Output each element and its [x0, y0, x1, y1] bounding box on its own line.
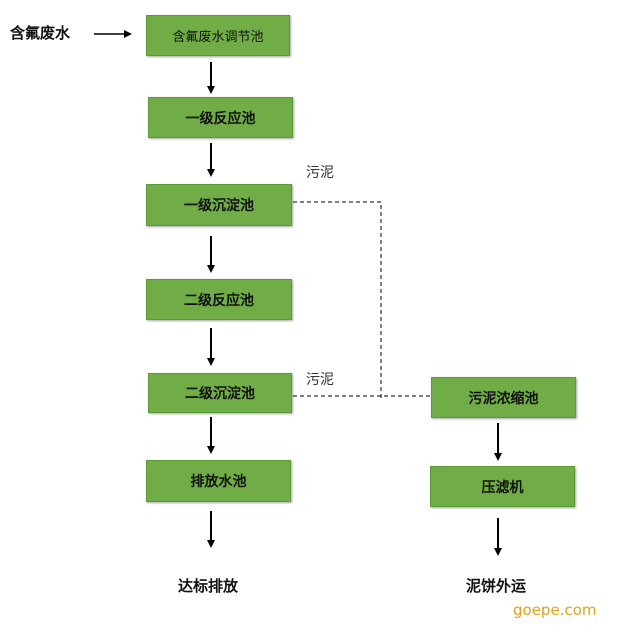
box-discharge-pool: 排放水池: [146, 460, 291, 502]
watermark: goepe.com: [513, 601, 597, 619]
box-settle-1: 一级沉淀池: [146, 184, 292, 226]
box-filter-press: 压滤机: [430, 466, 575, 507]
input-label: 含氟废水: [10, 24, 71, 42]
output-cake: 泥饼外运: [466, 577, 527, 595]
sludge-line-1: [293, 201, 382, 400]
sludge-label-1: 污泥: [306, 165, 334, 181]
output-water: 达标排放: [178, 577, 239, 595]
box-react-2: 二级反应池: [146, 279, 292, 320]
box-settle-2: 二级沉淀池: [148, 373, 292, 413]
box-react-1: 一级反应池: [148, 97, 293, 138]
box-adjust-tank: 含氟废水调节池: [146, 15, 290, 56]
box-thickener: 污泥浓缩池: [431, 377, 576, 418]
sludge-label-2: 污泥: [306, 372, 334, 388]
